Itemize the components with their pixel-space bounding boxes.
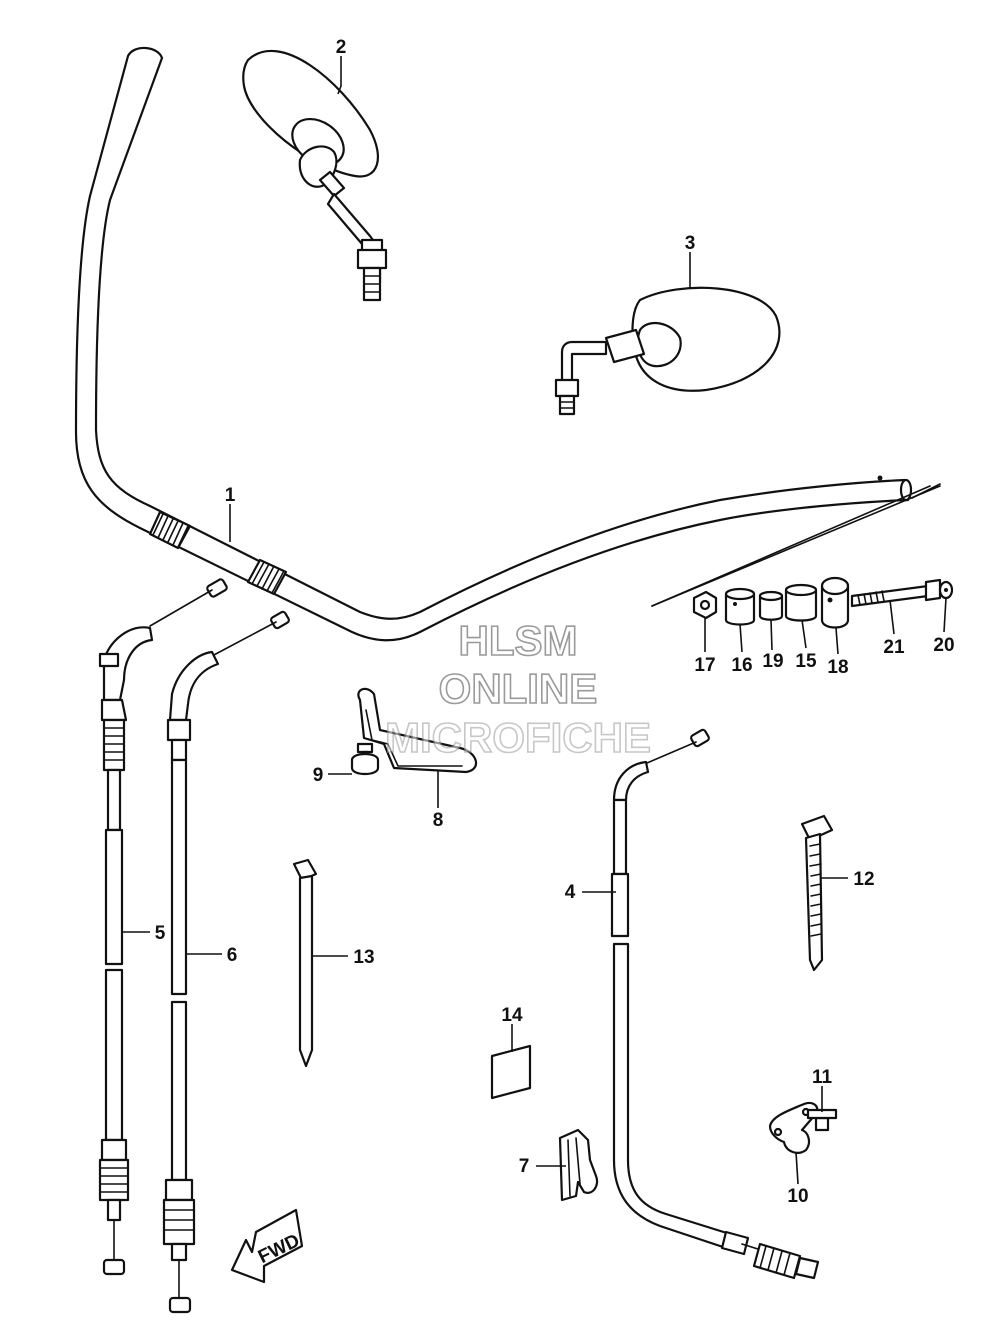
knurl-right <box>246 558 288 596</box>
callout-6: 6 <box>227 945 238 966</box>
watermark-line2: ONLINE <box>439 665 598 712</box>
callout-17: 17 <box>694 655 715 676</box>
mirror-right <box>554 286 781 416</box>
callout-14: 14 <box>501 1005 523 1026</box>
callout-4: 4 <box>565 882 576 903</box>
callout-13: 13 <box>353 947 374 968</box>
watermark-line3: MICROFICHE <box>385 714 651 761</box>
label-14 <box>490 1044 532 1100</box>
callout-16: 16 <box>731 655 752 676</box>
handlebar <box>74 46 941 642</box>
callout-20: 20 <box>933 635 954 656</box>
throttle-cable-5 <box>98 578 228 1276</box>
mirror-left <box>242 49 388 302</box>
watermark-line1: HLSM <box>459 617 578 664</box>
callout-10: 10 <box>787 1186 808 1207</box>
callout-3: 3 <box>685 233 696 254</box>
callout-19: 19 <box>762 651 783 672</box>
knurl-left <box>148 510 192 550</box>
callout-5: 5 <box>155 923 166 944</box>
fwd-arrow: FWD <box>230 1208 303 1284</box>
callout-15: 15 <box>795 651 817 672</box>
clutch-cable-4 <box>610 728 820 1280</box>
callout-8: 8 <box>433 810 444 831</box>
riser-hardware <box>651 485 954 629</box>
leader-lines <box>122 56 947 1185</box>
callout-12: 12 <box>853 869 874 890</box>
throttle-cable-6 <box>162 610 290 1314</box>
callout-11: 11 <box>812 1067 833 1088</box>
cable-tie-13 <box>292 858 318 1068</box>
callout-18: 18 <box>827 657 848 678</box>
callout-numbers: 1 2 3 4 5 6 7 8 9 10 11 12 13 14 15 16 1… <box>155 37 955 1207</box>
screw-11 <box>806 1108 838 1132</box>
callout-21: 21 <box>883 637 905 658</box>
watermark: HLSM ONLINE MICROFICHE <box>384 616 652 762</box>
bolt-9 <box>350 742 380 776</box>
callout-1: 1 <box>225 485 236 506</box>
clamp-7 <box>558 1128 599 1202</box>
cable-tie-12 <box>800 814 834 972</box>
callout-7: 7 <box>519 1156 530 1177</box>
callout-2: 2 <box>336 37 347 58</box>
callout-9: 9 <box>313 765 324 786</box>
bracket-8 <box>357 687 477 774</box>
